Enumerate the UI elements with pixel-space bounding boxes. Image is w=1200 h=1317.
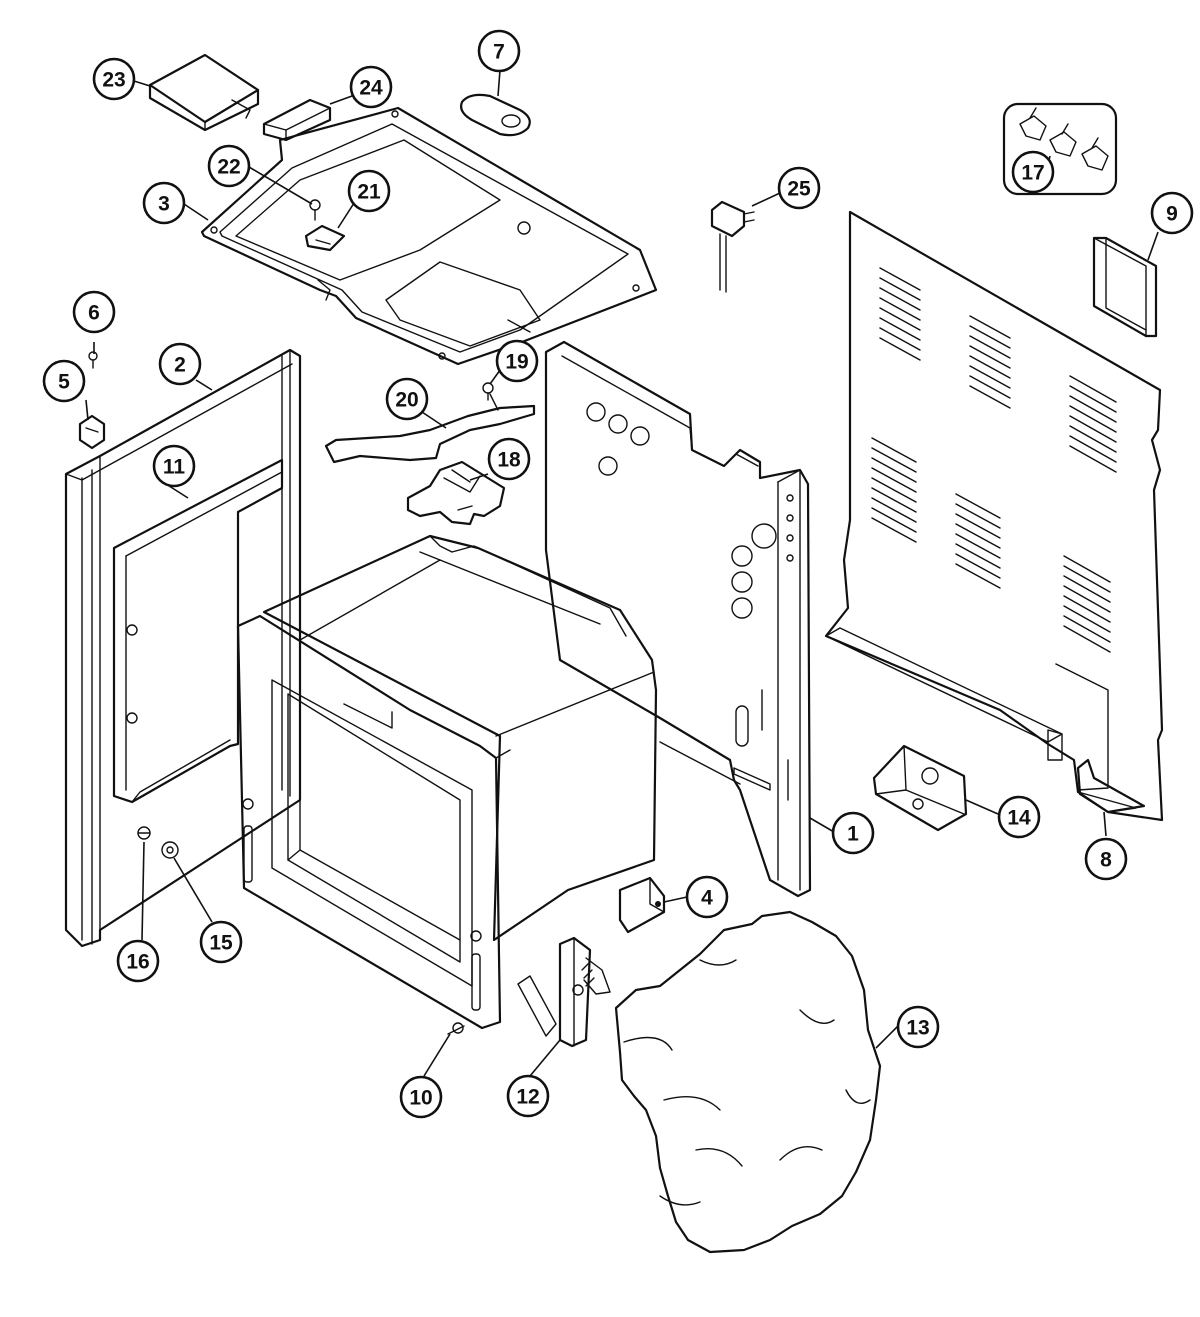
rear-panel-vents bbox=[871, 267, 1117, 653]
callout-18: 18 bbox=[487, 437, 531, 481]
callout-21: 21 bbox=[347, 169, 391, 213]
callout-22-label: 22 bbox=[217, 156, 240, 179]
callout-1-label: 1 bbox=[847, 823, 859, 846]
part-25-cord-plug bbox=[710, 200, 755, 293]
part-17-clips-box bbox=[1002, 102, 1118, 196]
callout-13: 13 bbox=[896, 1005, 940, 1049]
part-16-screw bbox=[137, 826, 151, 840]
callout-7: 7 bbox=[477, 29, 521, 73]
part-20-bracket-arm bbox=[324, 393, 536, 464]
callout-23-label: 23 bbox=[102, 69, 125, 92]
oven-cavity bbox=[262, 534, 658, 942]
callout-24: 24 bbox=[349, 65, 393, 109]
part-9-bracket bbox=[1092, 236, 1158, 338]
part-8-bracket bbox=[1076, 758, 1146, 814]
callout-11-label: 11 bbox=[163, 456, 186, 479]
callout-17: 17 bbox=[1011, 150, 1055, 194]
callout-6-label: 6 bbox=[88, 302, 100, 325]
callout-19: 19 bbox=[495, 339, 539, 383]
leader-lines bbox=[85, 69, 1159, 1077]
callout-15-label: 15 bbox=[209, 932, 233, 955]
part-15-grommet bbox=[161, 841, 179, 859]
callout-19-label: 19 bbox=[505, 351, 528, 374]
callout-15: 15 bbox=[199, 920, 243, 964]
callout-13-label: 13 bbox=[906, 1017, 929, 1040]
part-14-bracket bbox=[872, 744, 968, 832]
callout-2-label: 2 bbox=[174, 354, 186, 377]
callout-2: 2 bbox=[158, 342, 202, 386]
callout-25: 25 bbox=[777, 166, 821, 210]
callout-14: 14 bbox=[997, 795, 1041, 839]
part-3-top-panel bbox=[200, 106, 658, 366]
oven-front-frame bbox=[236, 614, 511, 1030]
callout-3: 3 bbox=[142, 181, 186, 225]
callout-16-label: 16 bbox=[126, 951, 149, 974]
callout-23: 23 bbox=[92, 57, 136, 101]
callout-7-label: 7 bbox=[493, 41, 505, 64]
callout-11: 11 bbox=[152, 444, 196, 488]
part-24-bracket bbox=[262, 98, 332, 142]
callout-12-label: 12 bbox=[516, 1086, 539, 1109]
callout-5: 5 bbox=[42, 359, 86, 403]
part-1-side-panel bbox=[544, 340, 812, 898]
part-6-screw bbox=[88, 351, 98, 369]
part-23-control-box bbox=[148, 53, 260, 132]
part-18-latch bbox=[406, 460, 506, 526]
callout-9-label: 9 bbox=[1166, 203, 1178, 226]
callout-4-label: 4 bbox=[701, 887, 713, 910]
part-21-switch bbox=[304, 224, 346, 252]
part-10-screw bbox=[447, 1022, 465, 1035]
callout-20: 20 bbox=[385, 377, 429, 421]
callout-9: 9 bbox=[1150, 191, 1194, 235]
callout-4: 4 bbox=[685, 875, 729, 919]
callout-12: 12 bbox=[506, 1074, 550, 1118]
part-13-insulation bbox=[614, 910, 882, 1254]
part-7-cap bbox=[460, 93, 531, 137]
callout-1: 1 bbox=[831, 811, 875, 855]
callout-24-label: 24 bbox=[359, 77, 383, 100]
part-19-screw bbox=[482, 382, 494, 401]
callout-22: 22 bbox=[207, 144, 251, 188]
callout-25-label: 25 bbox=[787, 178, 811, 201]
part-22-screw bbox=[309, 199, 321, 221]
callout-8: 8 bbox=[1084, 837, 1128, 881]
callout-6: 6 bbox=[72, 290, 116, 334]
callout-16: 16 bbox=[116, 939, 160, 983]
callout-21-label: 21 bbox=[357, 181, 381, 204]
callout-8-label: 8 bbox=[1100, 849, 1112, 872]
callout-14-label: 14 bbox=[1007, 807, 1031, 830]
callout-17-label: 17 bbox=[1021, 162, 1044, 185]
part-11-insulation-panel bbox=[112, 458, 284, 804]
part-2-left-frame bbox=[64, 348, 302, 948]
part-4-bracket bbox=[618, 876, 666, 934]
part-12-hinge bbox=[517, 936, 611, 1048]
callout-20-label: 20 bbox=[395, 389, 418, 412]
callout-10-label: 10 bbox=[409, 1087, 432, 1110]
callout-3-label: 3 bbox=[158, 193, 170, 216]
part-5-clip bbox=[78, 414, 106, 450]
callout-10: 10 bbox=[399, 1075, 443, 1119]
callout-5-label: 5 bbox=[58, 371, 70, 394]
rear-panel bbox=[824, 210, 1164, 822]
callout-18-label: 18 bbox=[497, 449, 521, 472]
